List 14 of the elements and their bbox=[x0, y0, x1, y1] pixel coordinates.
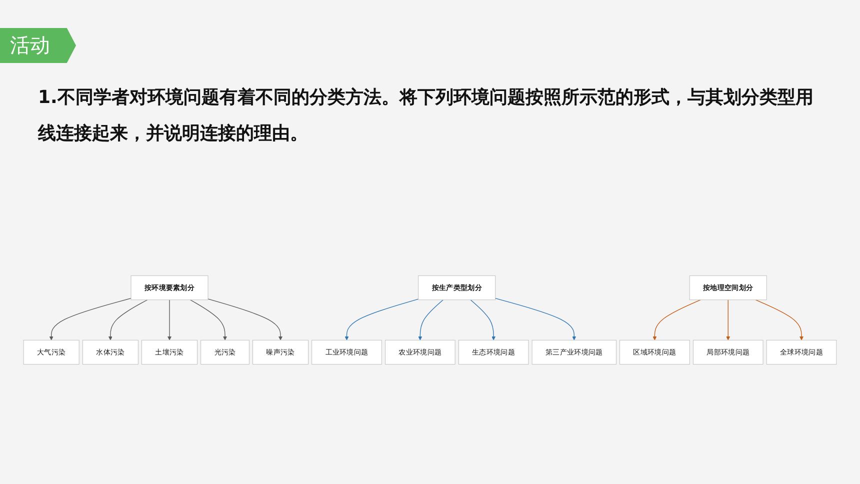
question-text: 1.不同学者对环境问题有着不同的分类方法。将下列环境问题按照所示范的形式，与其划分类型用线连接起来，并说明连接的理由。 bbox=[38, 86, 814, 146]
arrow bbox=[108, 300, 148, 340]
arrow bbox=[49, 298, 132, 340]
arrow bbox=[470, 300, 496, 340]
arrow bbox=[418, 300, 444, 340]
arrow bbox=[495, 298, 576, 340]
arrow bbox=[190, 300, 227, 340]
arrow bbox=[168, 300, 172, 340]
arrow bbox=[755, 300, 804, 340]
arrow bbox=[652, 300, 701, 340]
arrow bbox=[208, 298, 282, 340]
activity-tag: 活动 bbox=[0, 28, 76, 63]
arrow bbox=[344, 298, 419, 340]
arrow bbox=[726, 300, 730, 340]
